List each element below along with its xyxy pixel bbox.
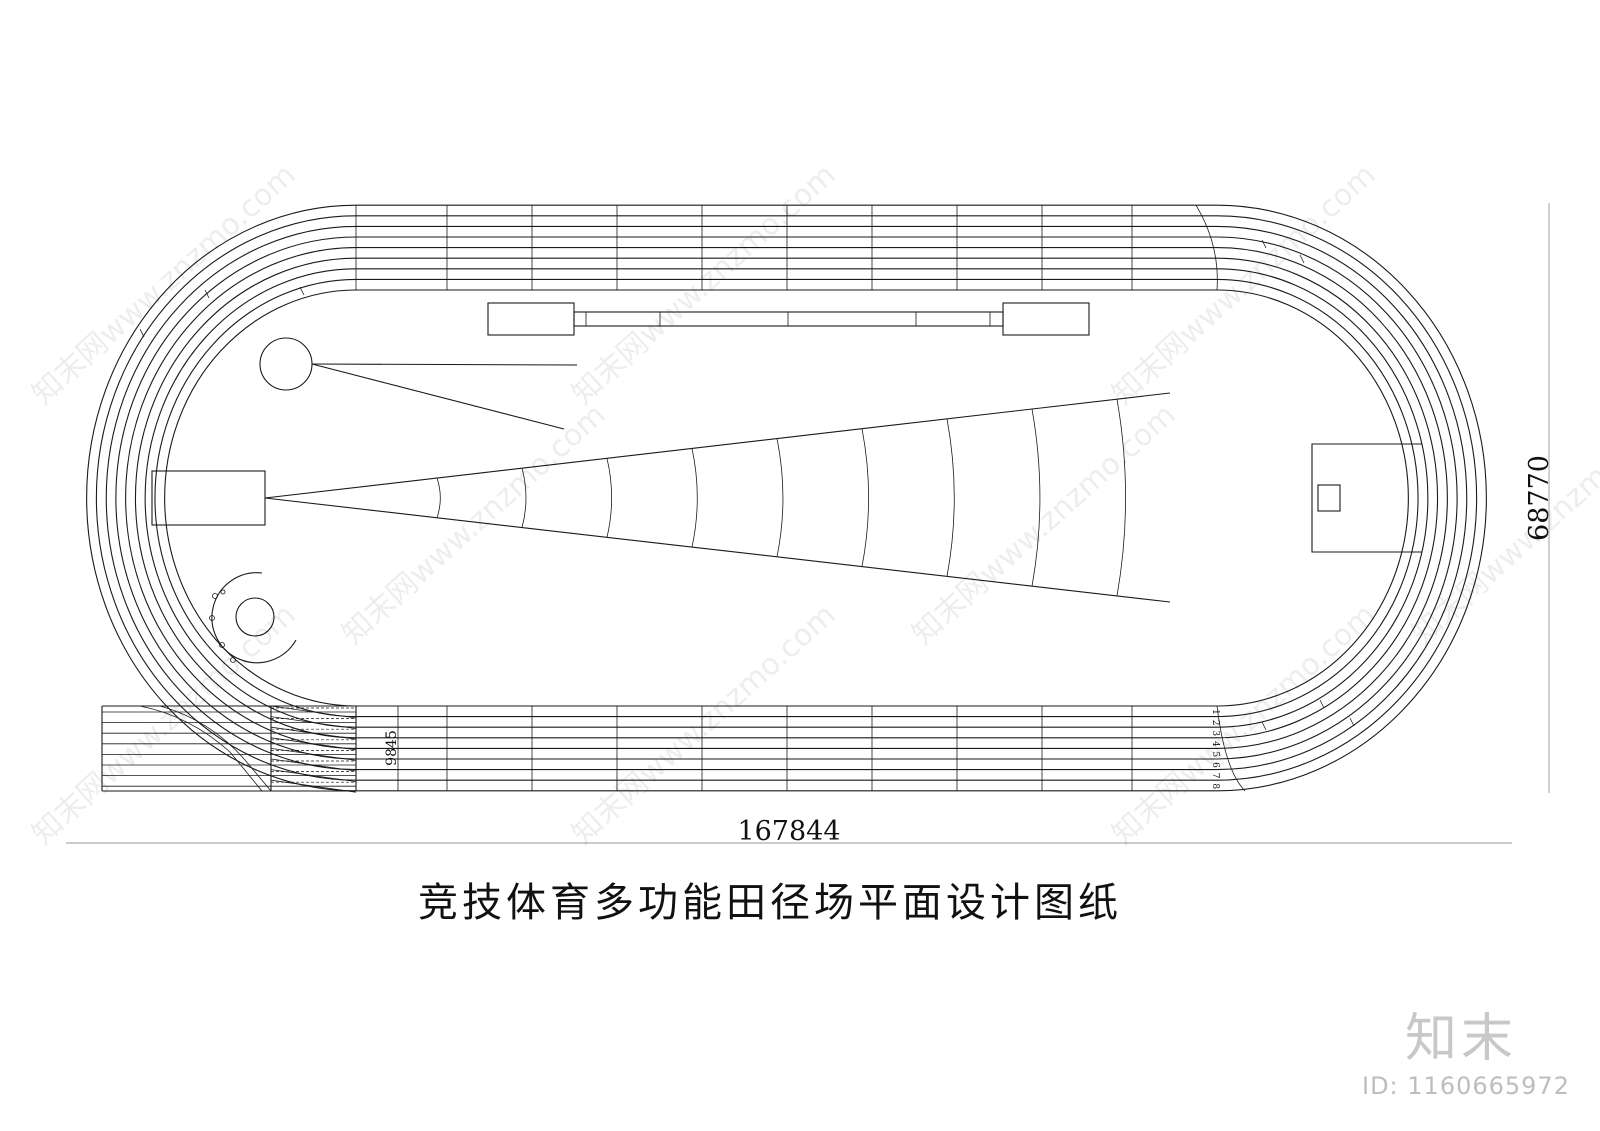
lane-line: [105, 225, 1468, 771]
sector-arc: [521, 468, 527, 528]
lane-line: [95, 215, 1478, 781]
dimension-lines: [66, 203, 1550, 844]
track-lanes: [86, 204, 1487, 792]
bend-mark: [1319, 699, 1325, 709]
bend-mark: [299, 286, 305, 296]
sector-arc: [776, 438, 784, 557]
right-top-stagger: [1195, 204, 1218, 291]
staggered-start-lines: [102, 705, 357, 793]
lane-line: [164, 289, 1409, 707]
shot-put-area: [259, 337, 578, 430]
start-diagonal: [270, 758, 357, 772]
lane-line: [134, 257, 1439, 739]
lane-number: 4: [1210, 741, 1220, 747]
lane-dividers: [355, 204, 1246, 792]
watermark-logo: 知末: [1405, 1009, 1518, 1069]
throwing-sector: [151, 392, 1171, 603]
curve-join: [159, 705, 272, 792]
sector-arc: [691, 448, 698, 548]
lane-number: 3: [1210, 730, 1220, 736]
right-bottom-stagger: [1216, 705, 1246, 792]
lane-number: 1: [1210, 709, 1220, 715]
start-diagonal: [270, 748, 357, 761]
lane-number: 7: [1210, 773, 1220, 779]
bend-mark: [1349, 717, 1355, 727]
start-diagonal: [270, 779, 357, 793]
bend-mark: [204, 289, 210, 299]
sector-arc: [1031, 408, 1041, 587]
bend-mark: [1299, 254, 1305, 264]
start-diagonal: [270, 769, 357, 782]
lane-numbers: 1 2 3 4 5 6 7 8: [1210, 709, 1220, 789]
lane-number: 6: [1210, 762, 1220, 768]
start-diagonal: [270, 705, 357, 719]
lane-line: [86, 204, 1487, 792]
lane-number: 2: [1210, 720, 1220, 726]
overall-length-label: 167844: [737, 816, 840, 847]
straight-width-label: 9845: [384, 730, 400, 766]
lane-number: 8: [1210, 783, 1220, 789]
sector-arc: [606, 458, 612, 538]
high-jump-area: [1311, 443, 1422, 553]
start-diagonal: [270, 716, 357, 729]
sector-arc: [861, 428, 870, 567]
bend-mark: [139, 328, 145, 338]
lane-line: [154, 278, 1419, 718]
overall-width-label: 68770: [1524, 455, 1555, 541]
long-jump-runway: [487, 302, 1090, 336]
discus-cage: [209, 572, 297, 664]
start-diagonal: [270, 737, 357, 751]
drawing-title: 竞技体育多功能田径场平面设计图纸: [418, 880, 1122, 926]
lane-number: 5: [1210, 752, 1220, 758]
lane-line: [125, 247, 1448, 749]
curve-join: [139, 705, 263, 792]
sector-arc: [1116, 399, 1126, 596]
lane-line: [115, 236, 1458, 760]
sector-arc: [946, 418, 955, 577]
sector-arc: [436, 477, 441, 518]
bend-mark: [1261, 721, 1267, 731]
bend-marks: [139, 239, 1355, 731]
bend-mark: [1261, 239, 1267, 249]
start-diagonal: [270, 726, 357, 740]
lane-line: [144, 268, 1429, 728]
watermark-id: ID: 1160665972: [1362, 1072, 1570, 1100]
